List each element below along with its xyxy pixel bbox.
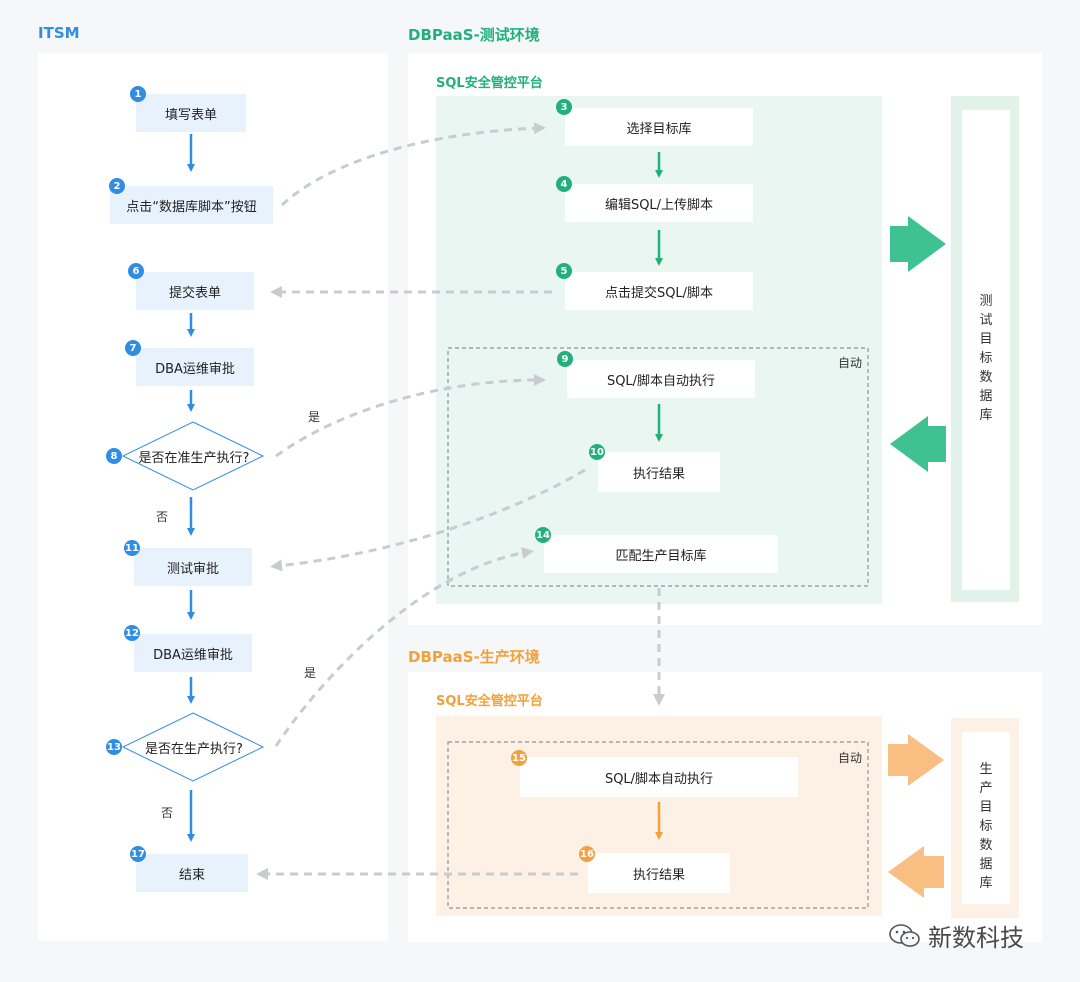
itsm-step-7: DBA运维审批 bbox=[136, 348, 254, 386]
step-num-1: 1 bbox=[130, 86, 146, 102]
test-step-3: 选择目标库 bbox=[565, 108, 753, 146]
itsm-step-11: 测试审批 bbox=[134, 548, 252, 586]
step-num-17: 17 bbox=[130, 846, 146, 862]
prod-step-16: 执行结果 bbox=[588, 853, 730, 893]
step-num-10: 10 bbox=[589, 444, 605, 460]
test-db-inner bbox=[962, 110, 1010, 590]
test-step-9: SQL/脚本自动执行 bbox=[567, 360, 755, 398]
step-num-14: 14 bbox=[535, 527, 551, 543]
yes-label-13: 是 bbox=[304, 666, 317, 680]
watermark: 新数科技 bbox=[888, 918, 1024, 953]
test-platform-title: SQL安全管控平台 bbox=[436, 76, 543, 91]
step-num-11: 11 bbox=[124, 540, 140, 556]
wechat-icon bbox=[889, 923, 920, 947]
itsm-step-8-label: 是否在准生产执行? bbox=[138, 450, 250, 466]
prod-out-arrow bbox=[888, 734, 944, 786]
step-num-12: 12 bbox=[124, 625, 140, 641]
test-auto-box bbox=[447, 347, 869, 587]
itsm-step-12: DBA运维审批 bbox=[134, 634, 252, 672]
step-num-9: 9 bbox=[557, 351, 573, 367]
test-step-14: 匹配生产目标库 bbox=[544, 535, 778, 573]
test-step-5: 点击提交SQL/脚本 bbox=[565, 272, 753, 310]
step-num-7: 7 bbox=[125, 340, 141, 356]
itsm-step-2: 点击“数据库脚本”按钮 bbox=[110, 186, 273, 224]
yes-label-8: 是 bbox=[308, 410, 321, 424]
itsm-title: ITSM bbox=[38, 24, 80, 42]
watermark-text: 新数科技 bbox=[928, 924, 1024, 952]
decision-diamond-8 bbox=[121, 421, 265, 491]
test-platform-area bbox=[436, 96, 882, 604]
auto-label-test: 自动 bbox=[838, 356, 863, 370]
test-env-title: DBPaaS-测试环境 bbox=[408, 26, 540, 44]
no-label-8: 否 bbox=[156, 510, 169, 524]
step-num-3: 3 bbox=[556, 99, 572, 115]
prod-db-inner bbox=[962, 732, 1010, 904]
no-label-13: 否 bbox=[161, 806, 174, 820]
prod-env-title: DBPaaS-生产环境 bbox=[408, 648, 540, 666]
step-num-2: 2 bbox=[109, 178, 125, 194]
step-num-8: 8 bbox=[106, 448, 122, 464]
test-out-arrow bbox=[890, 216, 946, 272]
itsm-step-1: 填写表单 bbox=[136, 94, 246, 132]
test-step-10: 执行结果 bbox=[598, 452, 720, 492]
prod-step-15: SQL/脚本自动执行 bbox=[520, 757, 798, 797]
itsm-step-17: 结束 bbox=[136, 854, 248, 892]
prod-platform-title: SQL安全管控平台 bbox=[436, 694, 543, 709]
step-num-6: 6 bbox=[128, 263, 144, 279]
test-db-label: 测试目标数据库 bbox=[979, 294, 993, 423]
prod-db-label: 生产目标数据库 bbox=[979, 762, 993, 891]
step-num-16: 16 bbox=[579, 846, 595, 862]
decision-diamond-13 bbox=[121, 712, 265, 782]
step-num-13: 13 bbox=[106, 739, 122, 755]
step-num-15: 15 bbox=[511, 750, 527, 766]
itsm-step-13-label: 是否在生产执行? bbox=[145, 741, 243, 757]
prod-in-arrow bbox=[888, 846, 944, 898]
prod-auto-box bbox=[447, 741, 869, 909]
itsm-step-6: 提交表单 bbox=[136, 272, 254, 310]
auto-label-prod: 自动 bbox=[838, 751, 863, 765]
test-step-4: 编辑SQL/上传脚本 bbox=[565, 184, 753, 222]
test-in-arrow bbox=[890, 416, 946, 472]
step-num-4: 4 bbox=[556, 176, 572, 192]
step-num-5: 5 bbox=[556, 263, 572, 279]
